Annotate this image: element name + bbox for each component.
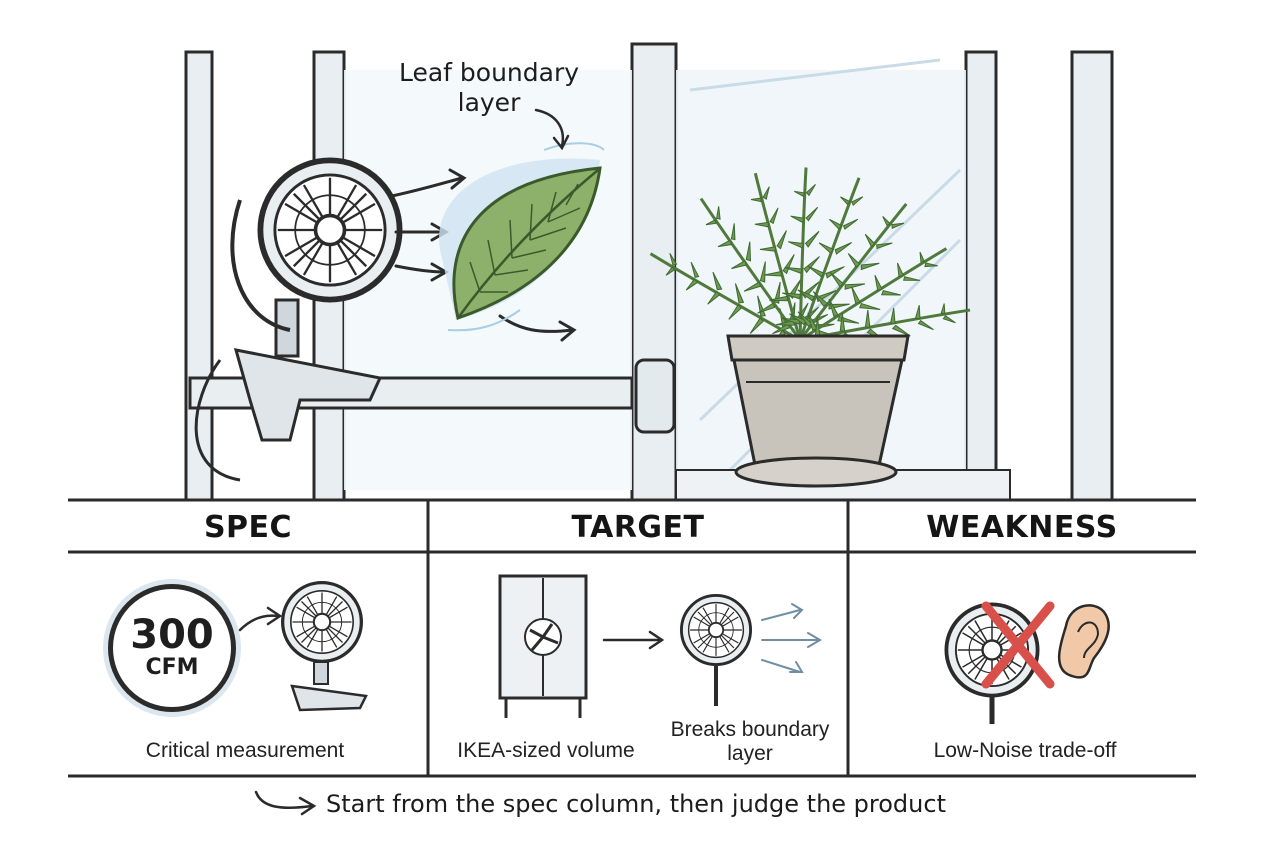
desk-fan-icon xyxy=(680,594,752,706)
cabinet-icon xyxy=(498,574,588,718)
comparison-table-grid xyxy=(68,498,1196,778)
leaf-label-arrow xyxy=(534,108,570,151)
ear-icon xyxy=(1057,604,1110,679)
cfm-unit: CFM xyxy=(145,655,199,680)
weakness-fan-icon xyxy=(944,602,1040,724)
target-airflow-arrows xyxy=(761,603,822,673)
spec-arrow xyxy=(238,606,283,632)
caption-spec: Critical measurement xyxy=(145,739,345,762)
bottom-note: Start from the spec column, then judge t… xyxy=(326,790,946,818)
leaf-boundary-label: Leaf boundary layer xyxy=(398,58,580,117)
header-spec: SPEC xyxy=(203,509,293,545)
caption-target-effect: Breaks boundary layer xyxy=(670,718,830,765)
cfm-badge: 300 CFM xyxy=(108,584,236,712)
caption-target-volume: IKEA-sized volume xyxy=(457,739,635,762)
header-weakness: WEAKNESS xyxy=(926,509,1118,545)
target-arrow xyxy=(602,630,665,650)
spec-clip-fan-icon xyxy=(281,581,368,712)
fern-plant-icon xyxy=(633,165,974,488)
note-arrow-icon xyxy=(254,790,317,816)
airflow-arrows xyxy=(390,168,577,342)
cfm-value: 300 xyxy=(130,612,214,658)
clip-fan-icon xyxy=(194,160,399,482)
header-target: TARGET xyxy=(571,509,705,545)
leaf-icon xyxy=(439,142,605,332)
caption-weakness: Low-Noise trade-off xyxy=(933,739,1117,762)
cross-icon xyxy=(981,601,1055,689)
